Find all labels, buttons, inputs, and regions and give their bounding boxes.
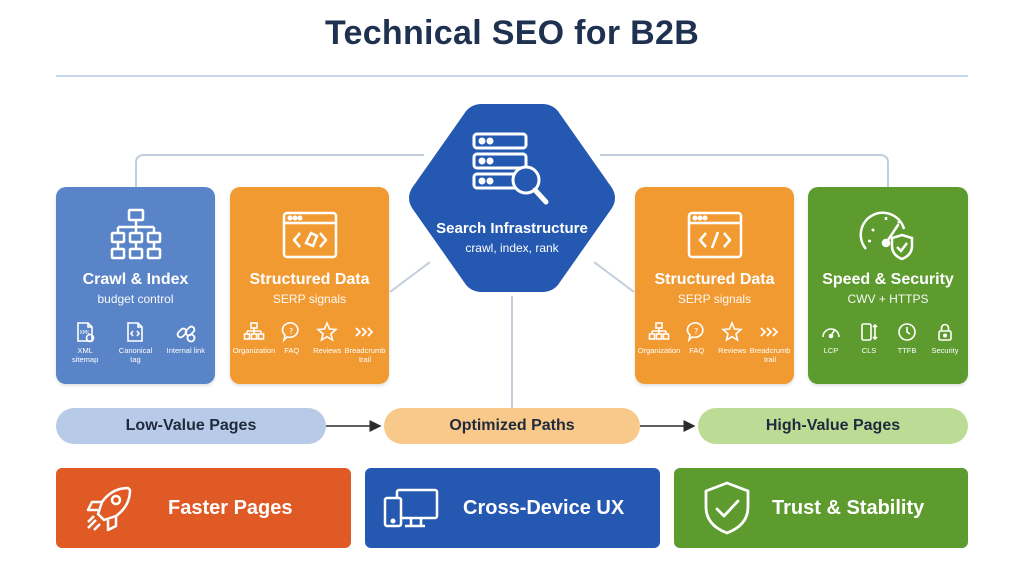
item-label: FAQ: [689, 346, 705, 355]
connector-hub-to-speed: [600, 154, 889, 187]
item-label: Breadcrumb trail: [344, 346, 386, 364]
lcp-gauge-icon: [822, 328, 840, 339]
card-structured-data-left: Structured Data SERP signals Organizatio…: [230, 187, 389, 384]
item-label: Breadcrumb trail: [749, 346, 791, 364]
card-crawl-index: Crawl & Index budget control XML XML sit…: [56, 187, 215, 384]
sitemap-icon: [110, 208, 161, 260]
item-label: FAQ: [284, 346, 300, 355]
item-breadcrumb-trail: Breadcrumb trail: [750, 321, 790, 364]
card-subtitle: budget control: [97, 292, 174, 306]
flow-low-value-pages: Low-Value Pages: [56, 408, 326, 444]
hub-search-infrastructure: Search Infrastructure crawl, index, rank: [404, 100, 620, 296]
item-label: CLS: [861, 346, 877, 355]
hub-title: Search Infrastructure: [436, 220, 588, 237]
page-title: Technical SEO for B2B: [324, 14, 700, 52]
item-label: Security: [931, 346, 959, 355]
breadcrumb-icon: [760, 327, 779, 337]
flow-optimized-paths: Optimized Paths: [384, 408, 640, 444]
card-speed-security: Speed & Security CWV + HTTPS LCP CLS TTF…: [808, 187, 968, 384]
card-title: Structured Data: [654, 271, 775, 288]
code-file-icon: [127, 322, 144, 342]
item-label: Reviews: [313, 346, 342, 355]
item-label: Internal link: [166, 346, 205, 355]
connector-hub-to-structured-right: [593, 261, 635, 293]
item-breadcrumb-trail: Breadcrumb trail: [345, 321, 385, 364]
item-cls: CLS: [850, 321, 888, 355]
code-tag-window-icon: [282, 211, 337, 259]
lock-icon: [938, 323, 952, 341]
shield-check-icon: [704, 481, 750, 535]
item-reviews: Reviews: [715, 321, 751, 364]
hub-subtitle: crawl, index, rank: [465, 241, 559, 255]
item-ttfb: TTFB: [888, 321, 926, 355]
cls-icon: [861, 323, 878, 341]
benefit-label: Cross-Device UX: [463, 496, 625, 519]
item-xml-sitemap: XML XML sitemap: [65, 321, 105, 364]
clock-icon: [898, 323, 916, 341]
card-title: Speed & Security: [822, 271, 954, 288]
benefit-cross-device-ux: Cross-Device UX: [365, 468, 660, 548]
item-organization: Organization: [232, 321, 276, 364]
rocket-icon: [86, 486, 132, 532]
card-subtitle: CWV + HTTPS: [847, 292, 929, 306]
item-lcp: LCP: [812, 321, 850, 355]
item-faq: ? FAQ: [274, 321, 310, 364]
card-items: Organization ? FAQ Reviews Breadcrumb tr…: [232, 321, 385, 364]
benefit-label: Trust & Stability: [772, 496, 925, 519]
devices-icon: [383, 488, 439, 528]
item-label: TTFB: [897, 346, 917, 355]
card-items: XML XML sitemap Canonical tag Internal l…: [60, 321, 211, 364]
item-label: XML sitemap: [72, 346, 99, 364]
item-canonical-tag: Canonical tag: [115, 321, 155, 364]
server-search-icon: [472, 132, 549, 205]
svg-text:?: ?: [694, 327, 698, 336]
item-label: Canonical tag: [118, 346, 153, 364]
card-title: Crawl & Index: [82, 271, 189, 288]
svg-text:?: ?: [289, 327, 293, 336]
card-items: Organization ? FAQ Reviews Breadcrumb tr…: [637, 321, 790, 364]
connector-hub-to-structured-left: [389, 261, 431, 293]
card-subtitle: SERP signals: [272, 292, 347, 306]
card-items: LCP CLS TTFB Security: [812, 321, 964, 355]
item-faq: ? FAQ: [679, 321, 715, 364]
card-title: Structured Data: [249, 271, 370, 288]
item-label: LCP: [823, 346, 839, 355]
item-label: Organization: [637, 346, 681, 355]
item-organization: Organization: [637, 321, 681, 364]
svg-text:XML: XML: [80, 330, 91, 336]
org-chart-icon: [648, 322, 670, 340]
card-subtitle: SERP signals: [677, 292, 752, 306]
hub-hexagon: [409, 104, 615, 292]
item-security: Security: [926, 321, 964, 355]
star-icon: [721, 321, 744, 342]
benefit-faster-pages: Faster Pages: [56, 468, 351, 548]
link-icon: [176, 325, 196, 343]
item-reviews: Reviews: [310, 321, 346, 364]
org-chart-icon: [243, 322, 265, 340]
faq-icon: ?: [281, 322, 299, 343]
flow-high-value-pages: High-Value Pages: [698, 408, 968, 444]
connector-hub-to-crawl: [135, 154, 424, 187]
item-label: Reviews: [718, 346, 747, 355]
xml-file-icon: XML: [77, 322, 95, 343]
benefit-label: Faster Pages: [168, 496, 293, 519]
item-internal-link: Internal link: [166, 321, 206, 364]
benefit-trust-stability: Trust & Stability: [674, 468, 968, 548]
code-window-icon: [687, 211, 742, 259]
breadcrumb-icon: [355, 327, 374, 337]
title-divider: [56, 75, 968, 77]
item-label: Organization: [232, 346, 276, 355]
faq-icon: ?: [686, 322, 704, 343]
card-structured-data-right: Structured Data SERP signals Organizatio…: [635, 187, 794, 384]
star-icon: [316, 321, 339, 342]
gauge-shield-icon: [859, 211, 914, 261]
